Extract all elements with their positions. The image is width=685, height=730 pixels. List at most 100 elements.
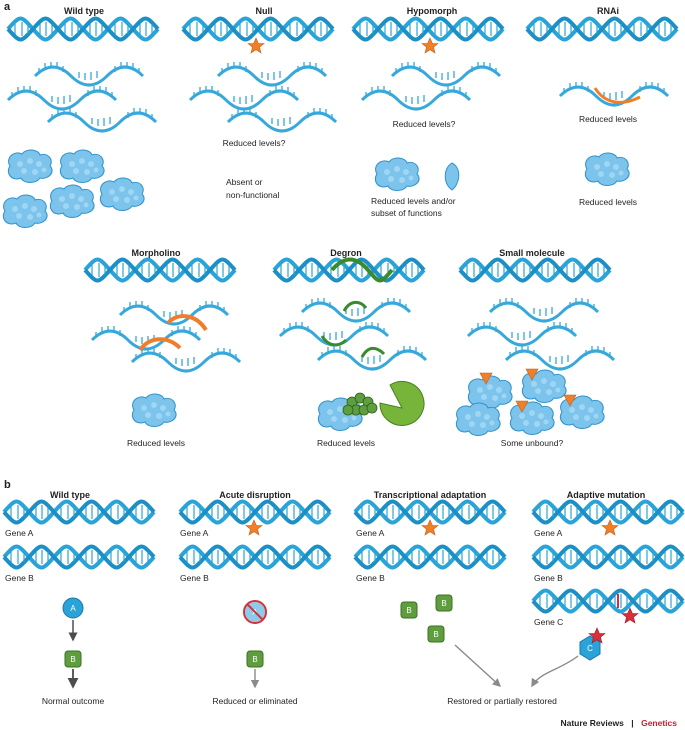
mrna-strand: [390, 60, 502, 87]
dna-helix: [178, 499, 332, 525]
protein-b-label: B: [252, 655, 257, 664]
protein-blob: [131, 393, 177, 427]
protein-b-label: B: [441, 599, 446, 608]
dna-helix: [2, 499, 156, 525]
star-icon: [245, 519, 263, 536]
protein-b-label: B: [433, 630, 438, 639]
gene-b-label: Gene B: [356, 573, 385, 583]
rnai-protein-note: Reduced levels: [579, 197, 637, 207]
acute-disruption-title: Acute disruption: [219, 490, 291, 500]
sirna-strand: [593, 87, 641, 104]
mrna-strand: [6, 84, 118, 111]
transcriptional-adaptation-title: Transcriptional adaptation: [374, 490, 487, 500]
null-column: Null Reduced levels? Absent or non-funct…: [181, 6, 338, 200]
b-wild-type-column: Wild type Gene A Gene B A B Normal outco…: [2, 490, 156, 706]
small-molecule-column: Small molecule Some unbound?: [455, 248, 616, 448]
b-wild-type-title: Wild type: [50, 490, 90, 500]
transcriptional-adaptation-column: Transcriptional adaptation Gene A Gene B…: [353, 490, 507, 687]
dna-helix: [531, 544, 685, 570]
protein-blob: [374, 157, 420, 191]
journal-separator: |: [631, 718, 633, 728]
journal-name: Nature Reviews: [560, 718, 624, 728]
hypomorph-rna-note: Reduced levels?: [393, 119, 456, 129]
degron-tag-protein: [342, 392, 378, 416]
dna-helix: [531, 588, 685, 614]
arrow: [531, 655, 579, 688]
null-rna-note: Reduced levels?: [223, 138, 286, 148]
dna-helix: [2, 544, 156, 570]
morpholino-title: Morpholino: [132, 248, 181, 258]
hypomorph-protein-note-1: Reduced levels and/or: [371, 196, 456, 206]
dna-helix: [351, 16, 505, 42]
wild-type-column: Wild type: [2, 6, 160, 228]
acute-disruption-column: Acute disruption Gene A Gene B A B Reduc…: [178, 490, 332, 706]
shared-outcome: Restored or partially restored: [447, 696, 557, 706]
mrna-strand: [46, 106, 158, 133]
protein-blob: [584, 152, 630, 186]
degron-tag-rna: [320, 335, 348, 347]
rnai-column: RNAi Reduced levels Reduced levels: [525, 6, 679, 207]
dna-helix: [531, 499, 685, 525]
mrna-strand: [278, 320, 390, 347]
protein-blob: [7, 149, 53, 183]
protein-blob: [59, 149, 105, 183]
panel-a-label: a: [4, 1, 11, 13]
small-molecule-title: Small molecule: [499, 248, 565, 258]
dna-helix: [181, 16, 335, 42]
hypomorph-title: Hypomorph: [407, 6, 458, 16]
dna-helix: [6, 16, 160, 42]
arrow: [454, 644, 502, 687]
gene-b-label: Gene B: [5, 573, 34, 583]
hypomorph-column: Hypomorph Reduced levels? Reduced levels…: [351, 6, 505, 218]
wild-type-outcome: Normal outcome: [42, 696, 105, 706]
protein-blob: [99, 177, 145, 211]
dna-helix: [525, 16, 679, 42]
morpholino-strand: [138, 337, 182, 352]
adaptive-mutation-column: Adaptive mutation Gene A Gene B Gene C C: [531, 490, 685, 688]
mrna-strand: [33, 60, 145, 87]
degron-tag-rna: [360, 346, 386, 358]
dna-helix: [272, 257, 426, 283]
gene-a-label: Gene A: [356, 528, 385, 538]
partial-protein: [444, 162, 460, 191]
adaptive-mutation-title: Adaptive mutation: [567, 490, 646, 500]
mrna-strand: [504, 344, 616, 371]
gene-a-label: Gene A: [180, 528, 209, 538]
mrna-strand: [216, 60, 328, 87]
protein-blob: [455, 402, 501, 436]
hypomorph-protein-note-2: subset of functions: [371, 208, 442, 218]
degron-tag-dna: [330, 257, 394, 283]
null-protein-note-1: Absent or: [226, 177, 263, 187]
star-icon: [247, 37, 265, 54]
degron-title: Degron: [330, 248, 362, 258]
rnai-rna-note: Reduced levels: [579, 114, 637, 124]
journal-credit: Nature Reviews | Genetics: [560, 713, 677, 730]
protein-c-label: C: [587, 644, 593, 653]
protein-blob: [509, 401, 555, 435]
star-icon: [421, 519, 439, 536]
protein-b-label: B: [70, 655, 75, 664]
panel-b-label: b: [4, 479, 11, 491]
protein-b-label: B: [406, 606, 411, 615]
degron-column: Degron Reduced levels: [272, 248, 428, 448]
rnai-title: RNAi: [597, 6, 619, 16]
dna-helix: [178, 544, 332, 570]
protein-blob: [49, 184, 95, 218]
protein-blob: [2, 194, 48, 228]
gene-b-label: Gene B: [534, 573, 563, 583]
dna-helix: [83, 257, 237, 283]
gene-a-label: Gene A: [5, 528, 34, 538]
gene-c-label: Gene C: [534, 617, 563, 627]
wild-type-title: Wild type: [64, 6, 104, 16]
dna-helix: [458, 257, 612, 283]
mrna-strand: [130, 346, 242, 373]
gene-b-label: Gene B: [180, 573, 209, 583]
null-title: Null: [256, 6, 273, 16]
morpholino-protein-note: Reduced levels: [127, 438, 185, 448]
pacman-icon: [379, 380, 425, 426]
no-sign-icon: [243, 600, 267, 624]
mrna-strand: [188, 84, 300, 111]
mrna-strand: [466, 320, 578, 347]
journal-section: Genetics: [641, 718, 677, 728]
